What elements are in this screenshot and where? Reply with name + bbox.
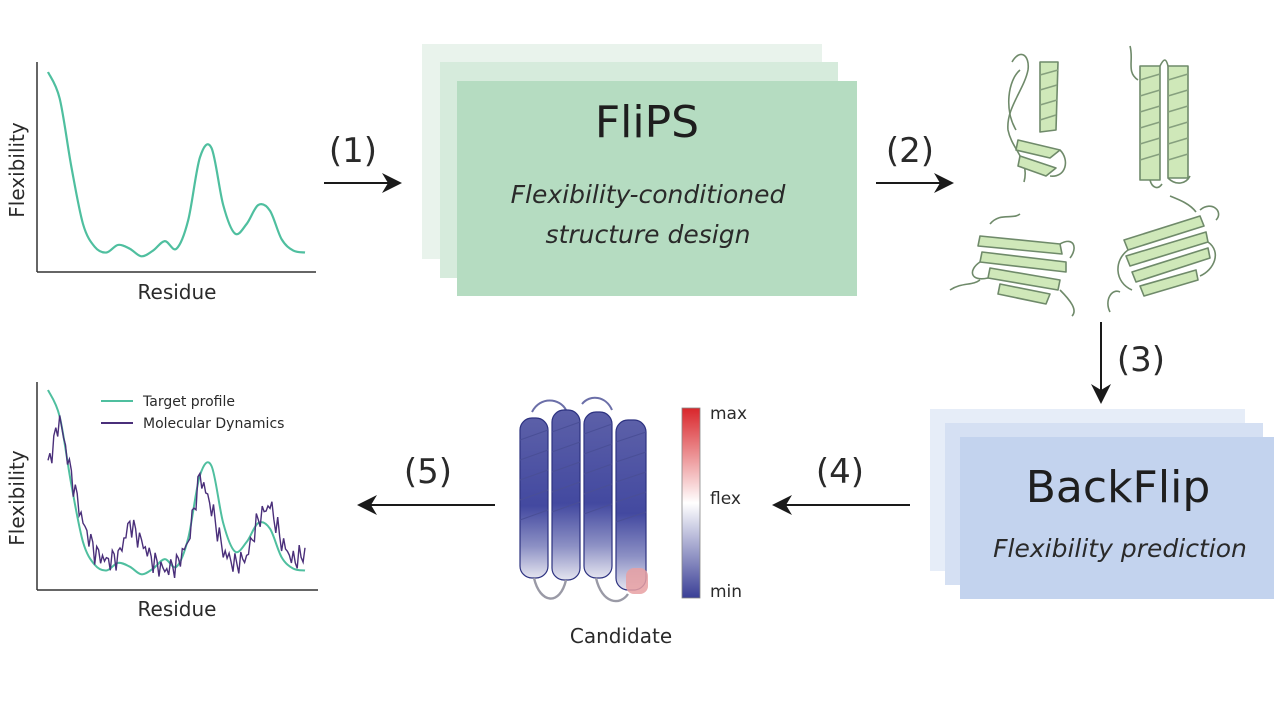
step-1-label: (1): [329, 131, 377, 171]
protein-structure-4: [1107, 195, 1220, 313]
flips-box: FliPS Flexibility-conditioned structure …: [422, 44, 857, 296]
backflip-layer-front: [960, 437, 1274, 599]
backflip-title: BackFlip: [1026, 462, 1211, 513]
helix-3: [583, 411, 613, 579]
step-4-label: (4): [816, 452, 864, 492]
flips-subtitle-line2: structure design: [546, 220, 751, 249]
step-2: (2): [876, 131, 954, 193]
protein-structure-3: [949, 213, 1075, 317]
colorbar-min-label: min: [710, 582, 742, 602]
candidate-structure: Candidate: [519, 396, 672, 648]
step-5: (5): [357, 452, 495, 515]
x-axis-label: Residue: [138, 280, 217, 304]
molecular-dynamics-line: [47, 415, 306, 579]
y-axis-label: Flexibility: [5, 450, 29, 546]
colorbar-mid-label: flex: [710, 489, 741, 509]
candidate-label: Candidate: [570, 624, 672, 648]
backflip-subtitle: Flexibility prediction: [993, 534, 1247, 563]
legend-md-label: Molecular Dynamics: [143, 416, 284, 432]
step-5-label: (5): [404, 452, 452, 492]
backflip-box: BackFlip Flexibility prediction: [930, 409, 1274, 599]
input-profile-plot: Flexibility Residue: [5, 62, 316, 304]
protein-structure-1: [1007, 53, 1067, 183]
step-1: (1): [324, 131, 402, 193]
step-3: (3): [1091, 322, 1165, 404]
step-3-label: (3): [1117, 340, 1165, 380]
flips-subtitle-line1: Flexibility-conditioned: [511, 180, 786, 209]
legend-target-label: Target profile: [142, 394, 235, 410]
x-axis-label: Residue: [138, 597, 217, 621]
flexible-loop-region: [626, 568, 648, 594]
step-4: (4): [772, 452, 910, 515]
generated-structures: [949, 45, 1220, 317]
target-profile-line: [46, 71, 306, 258]
colorbar-max-label: max: [710, 404, 747, 424]
flexibility-colorbar: max flex min: [681, 404, 747, 602]
flips-layer-front: [457, 81, 857, 296]
helix-4: [615, 419, 647, 591]
flips-title: FliPS: [595, 97, 699, 148]
y-axis-label: Flexibility: [5, 122, 29, 218]
colorbar-gradient: [681, 407, 701, 599]
step-2-label: (2): [886, 131, 934, 171]
protein-structure-2: [1129, 45, 1191, 189]
helix-2: [551, 409, 581, 581]
output-comparison-plot: Target profile Molecular Dynamics Flexib…: [5, 382, 318, 621]
legend: Target profile Molecular Dynamics: [101, 394, 284, 432]
